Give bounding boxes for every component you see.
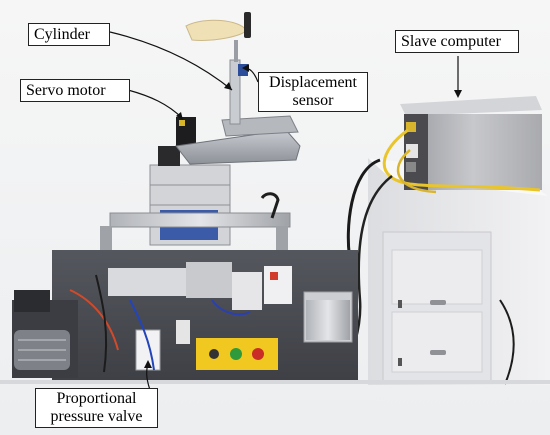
compressor xyxy=(12,290,78,378)
control-panel xyxy=(52,250,358,380)
cylinder-label: Cylinder xyxy=(28,23,110,46)
displacement-sensor-label: Displacement sensor xyxy=(258,72,368,112)
displacement-sensor-label-line2: sensor xyxy=(292,92,334,109)
servo-motor-label-text: Servo motor xyxy=(26,82,106,99)
slave-computer-label: Slave computer xyxy=(395,30,519,53)
desk-cabinet xyxy=(368,158,550,385)
proportional-pressure-valve-label-line2: pressure valve xyxy=(50,408,143,425)
cylinder-label-text: Cylinder xyxy=(34,26,90,43)
proportional-pressure-valve-label: Proportional pressure valve xyxy=(35,388,158,428)
slave-computer-label-text: Slave computer xyxy=(401,33,501,50)
arrow-heads xyxy=(144,64,462,368)
displacement-sensor-label-line1: Displacement xyxy=(269,74,357,91)
servo-motor-label: Servo motor xyxy=(20,79,130,102)
proportional-pressure-valve-label-line1: Proportional xyxy=(56,390,137,407)
slave-computer-box xyxy=(400,96,542,190)
